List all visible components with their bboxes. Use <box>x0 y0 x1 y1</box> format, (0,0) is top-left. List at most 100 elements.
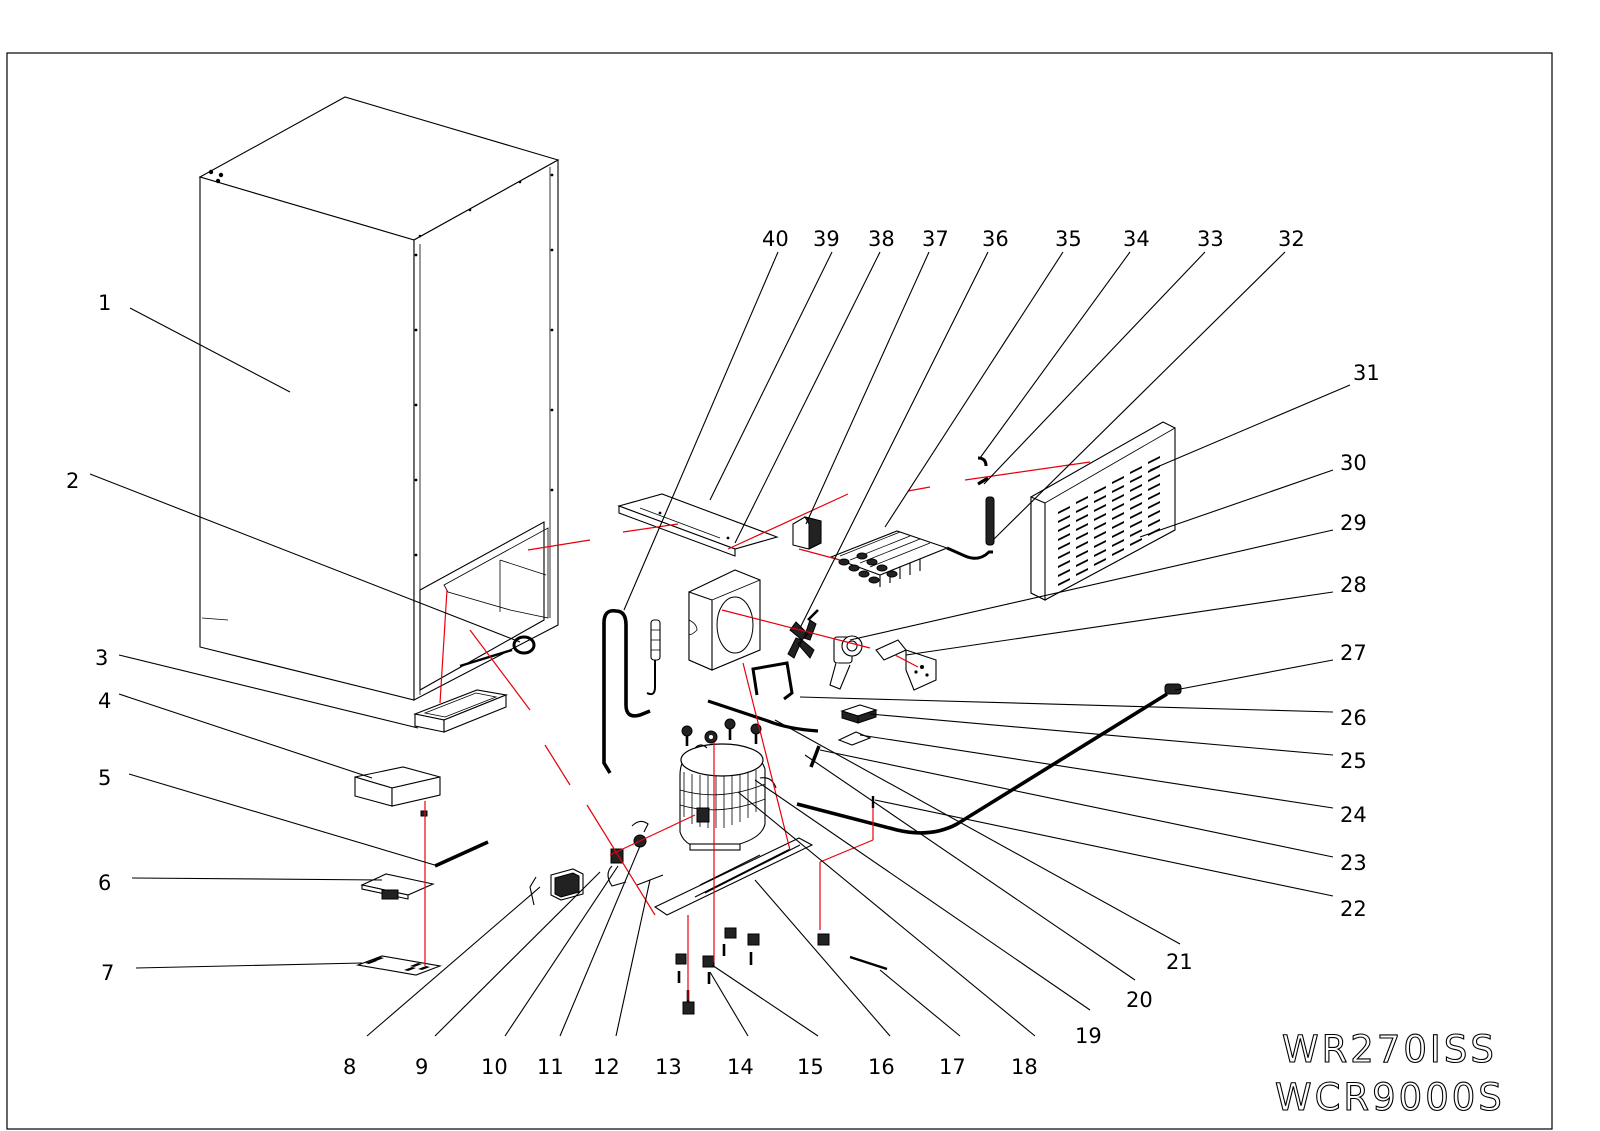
callout-13: 13 <box>655 1055 682 1079</box>
part-fan-blade <box>787 609 819 659</box>
part-top-bracket <box>617 493 779 557</box>
louver-slot <box>1076 514 1088 522</box>
louver-slot <box>1130 484 1142 492</box>
louver-slot <box>1130 502 1142 510</box>
callout-40: 40 <box>762 227 789 251</box>
part-capacitor <box>529 868 584 906</box>
louver-slot <box>1058 515 1070 523</box>
model-number-primary: WR270ISS <box>1282 1028 1497 1071</box>
callout-14: 14 <box>727 1055 754 1079</box>
callout-19: 19 <box>1075 1024 1102 1048</box>
louver-slot <box>1148 519 1160 527</box>
callout-23: 23 <box>1340 851 1367 875</box>
louver-slot <box>1076 505 1088 513</box>
part-grommets <box>681 718 762 746</box>
louver-slot <box>1058 551 1070 559</box>
part-thermostat-clip <box>792 516 822 550</box>
callout-5: 5 <box>98 766 111 790</box>
louver-slot <box>1112 539 1124 547</box>
louver-slot <box>1076 568 1088 576</box>
part-condenser-tube <box>602 608 661 774</box>
callout-1: 1 <box>98 291 111 315</box>
louver-slot <box>1076 523 1088 531</box>
part-small-box <box>840 704 878 724</box>
callout-21: 21 <box>1166 950 1193 974</box>
part-drain-tray <box>413 689 508 733</box>
callout-29: 29 <box>1340 511 1367 535</box>
louver-slot <box>1130 475 1142 483</box>
louver-slot <box>1094 486 1106 494</box>
part-hook-tube <box>977 456 988 467</box>
callout-12: 12 <box>593 1055 620 1079</box>
louver-slot <box>1094 558 1106 566</box>
louver-slot <box>1112 494 1124 502</box>
louver-slot <box>1112 485 1124 493</box>
callout-28: 28 <box>1340 573 1367 597</box>
louver-slot <box>1130 529 1142 537</box>
callout-32: 32 <box>1278 227 1305 251</box>
part-u-tube <box>751 661 794 701</box>
callout-18: 18 <box>1011 1055 1038 1079</box>
louver-slot <box>1148 474 1160 482</box>
louver-slot <box>1058 569 1070 577</box>
part-cabinet <box>198 96 560 701</box>
callout-33: 33 <box>1197 227 1224 251</box>
callout-15: 15 <box>797 1055 824 1079</box>
louver-slot <box>1094 522 1106 530</box>
louver-slot <box>1130 493 1142 501</box>
callout-11: 11 <box>537 1055 564 1079</box>
part-pin <box>849 955 888 971</box>
part-pad <box>837 731 872 746</box>
louver-slot <box>1148 510 1160 518</box>
part-fan-motor <box>829 635 863 690</box>
callout-22: 22 <box>1340 897 1367 921</box>
louver-slot <box>1076 532 1088 540</box>
louver-slot <box>1112 521 1124 529</box>
callout-8: 8 <box>343 1055 356 1079</box>
louver-slot <box>1094 504 1106 512</box>
callout-34: 34 <box>1123 227 1150 251</box>
part-feet <box>675 927 830 1015</box>
louver-slot <box>1112 476 1124 484</box>
louver-slot <box>1130 511 1142 519</box>
part-control-board <box>360 873 435 900</box>
louver-slot <box>1112 503 1124 511</box>
part-control-box <box>354 766 441 817</box>
part-vent-grille <box>355 955 443 976</box>
callout-24: 24 <box>1340 803 1367 827</box>
callout-38: 38 <box>868 227 895 251</box>
callout-35: 35 <box>1055 227 1082 251</box>
model-number-secondary: WCR9000S <box>1275 1076 1505 1119</box>
louver-slot <box>1058 524 1070 532</box>
louver-slot <box>1148 483 1160 491</box>
louver-slot <box>1148 492 1160 500</box>
louver-slot <box>1058 542 1070 550</box>
louver-slot <box>1058 560 1070 568</box>
callout-31: 31 <box>1353 361 1380 385</box>
louver-slot <box>1058 533 1070 541</box>
callout-20: 20 <box>1126 988 1153 1012</box>
louver-slot <box>1112 512 1124 520</box>
louver-slot <box>1058 506 1070 514</box>
louver-slot <box>1076 550 1088 558</box>
drawing-border <box>6 52 1553 1130</box>
louver-slot <box>1094 540 1106 548</box>
part-back-panel <box>1030 421 1176 601</box>
part-base-plate <box>653 837 814 916</box>
part-fan-shroud <box>688 569 761 671</box>
callout-39: 39 <box>813 227 840 251</box>
part-tube-clip <box>977 476 989 486</box>
louver-slot <box>1130 538 1142 546</box>
part-suction-line <box>707 699 819 733</box>
louver-slot <box>1058 578 1070 586</box>
callout-25: 25 <box>1340 749 1367 773</box>
louver-slot <box>1130 466 1142 474</box>
callout-9: 9 <box>415 1055 428 1079</box>
louver-slot <box>1094 513 1106 521</box>
callout-30: 30 <box>1340 451 1367 475</box>
louver-slot <box>1076 541 1088 549</box>
louver-slot <box>1094 495 1106 503</box>
louver-slot <box>1148 501 1160 509</box>
callout-27: 27 <box>1340 641 1367 665</box>
leader-lines <box>89 251 1351 1037</box>
